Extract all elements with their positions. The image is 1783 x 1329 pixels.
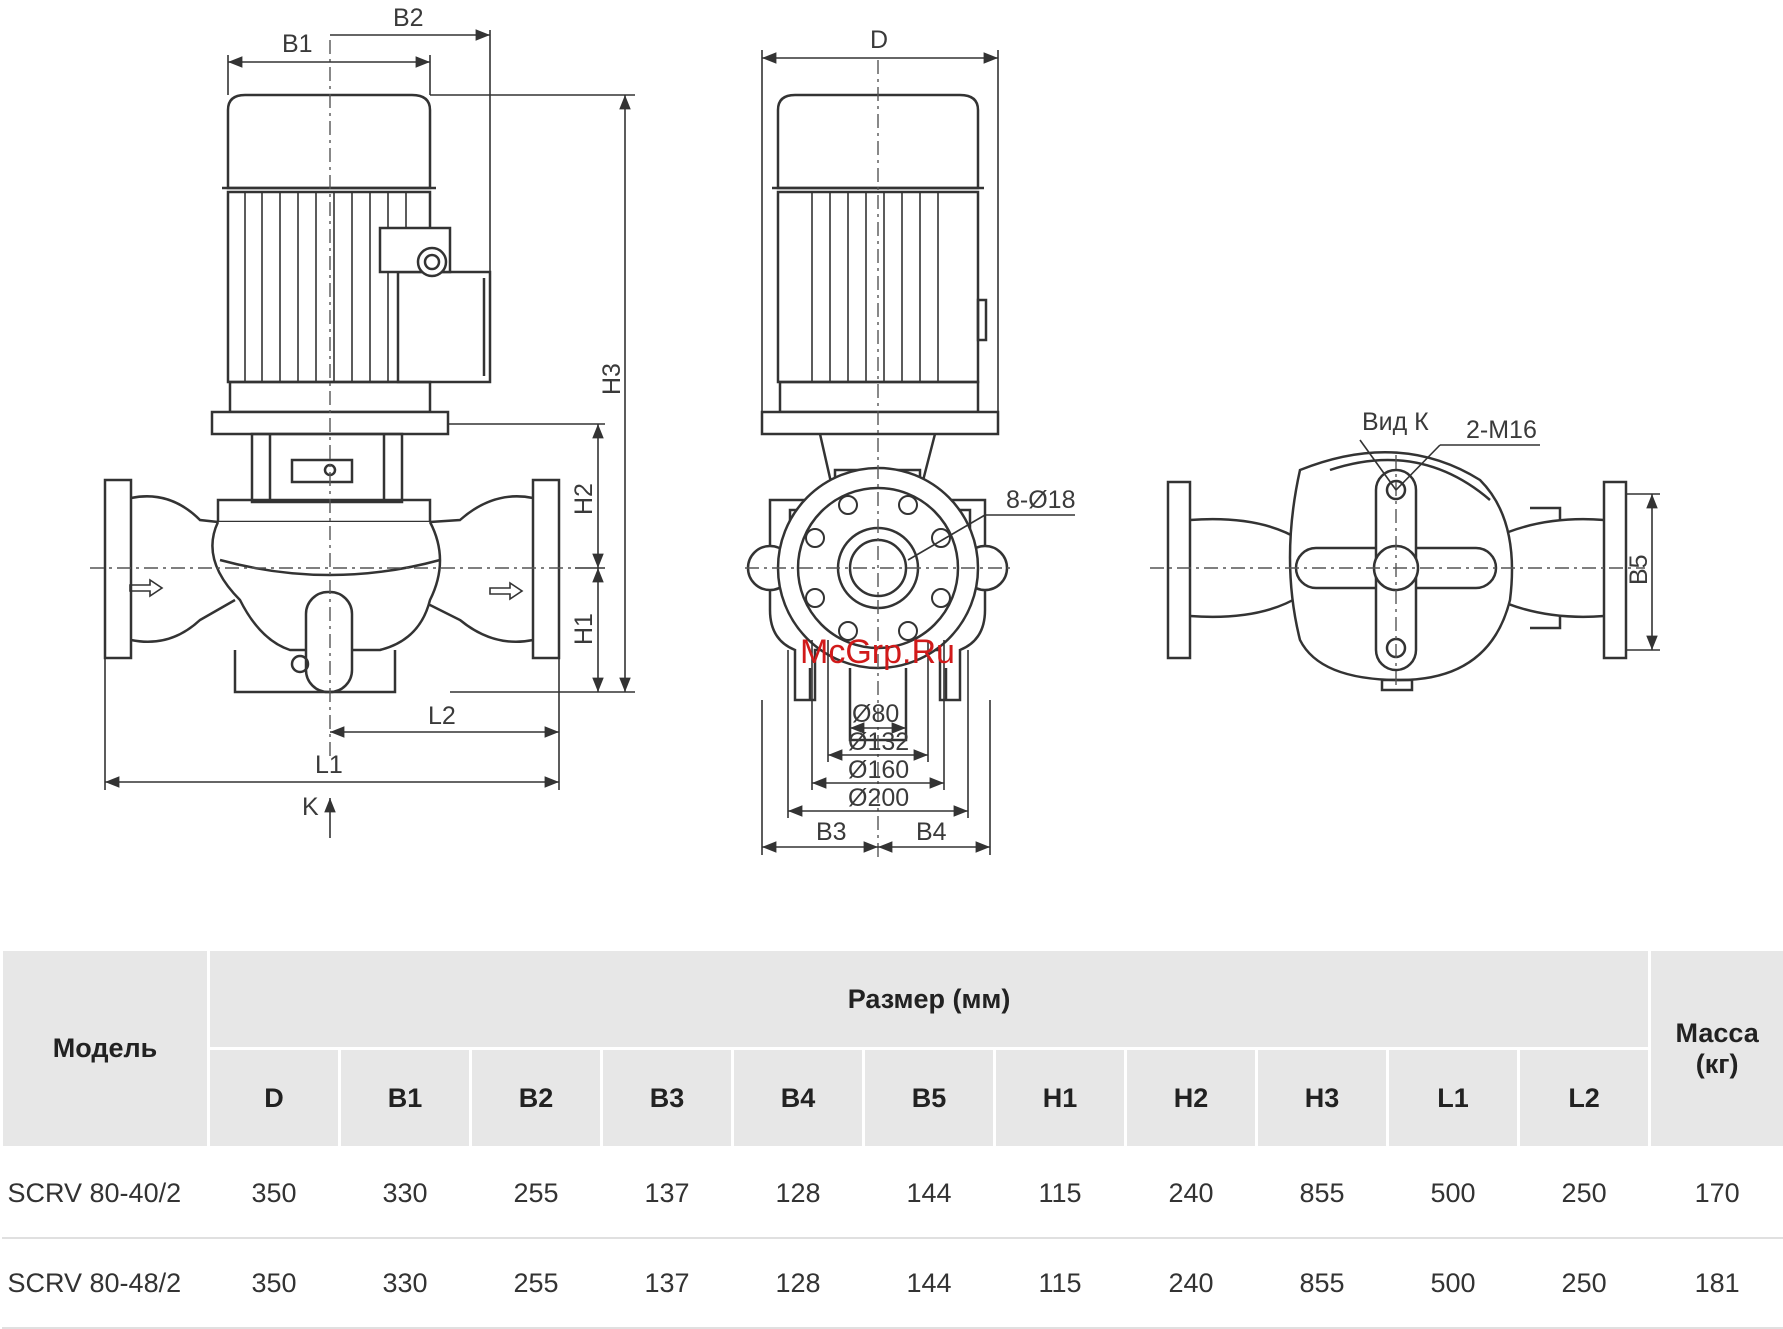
value-cell-b1: 330	[340, 1148, 471, 1239]
mass-cell: 170	[1650, 1148, 1783, 1239]
label-m16: 2-M16	[1466, 416, 1537, 444]
value-cell-h1: 115	[995, 1238, 1126, 1328]
value-cell-l1: 500	[1388, 1238, 1519, 1328]
dim-l1: L1	[315, 751, 343, 779]
dim-b1: B1	[282, 30, 313, 58]
value-cell-d: 350	[209, 1148, 340, 1239]
header-mass: Масса (кг)	[1650, 950, 1783, 1148]
value-cell-h3: 855	[1257, 1148, 1388, 1239]
value-cell-b3: 137	[602, 1238, 733, 1328]
column-header-h1: H1	[995, 1049, 1126, 1148]
column-header-l2: L2	[1519, 1049, 1650, 1148]
dim-l2: L2	[428, 702, 456, 730]
column-header-b4: B4	[733, 1049, 864, 1148]
dim-d: D	[870, 26, 888, 54]
model-cell: SCRV 80-48/2	[2, 1238, 209, 1328]
dim-holes: 8-Ø18	[1006, 486, 1075, 514]
column-header-h3: H3	[1257, 1049, 1388, 1148]
dim-d132: Ø132	[848, 728, 909, 756]
dim-h3: H3	[598, 363, 626, 395]
value-cell-b4: 128	[733, 1148, 864, 1239]
dim-h2: H2	[570, 483, 598, 515]
value-cell-b5: 144	[864, 1148, 995, 1239]
mass-cell: 181	[1650, 1238, 1783, 1328]
dim-d160: Ø160	[848, 756, 909, 784]
value-cell-h2: 240	[1126, 1238, 1257, 1328]
header-model: Модель	[2, 950, 209, 1148]
dim-b5: B5	[1625, 554, 1653, 585]
watermark: McGrp.Ru	[800, 633, 955, 671]
value-cell-l1: 500	[1388, 1148, 1519, 1239]
value-cell-d: 350	[209, 1238, 340, 1328]
value-cell-b5: 144	[864, 1238, 995, 1328]
value-cell-b1: 330	[340, 1238, 471, 1328]
column-header-l1: L1	[1388, 1049, 1519, 1148]
column-header-b2: B2	[471, 1049, 602, 1148]
value-cell-b4: 128	[733, 1238, 864, 1328]
column-header-b1: B1	[340, 1049, 471, 1148]
label-view-k: Вид К	[1362, 408, 1429, 436]
column-header-h2: H2	[1126, 1049, 1257, 1148]
model-cell: SCRV 80-40/2	[2, 1148, 209, 1239]
value-cell-h2: 240	[1126, 1148, 1257, 1239]
dim-b3: B3	[816, 818, 847, 846]
column-header-b5: B5	[864, 1049, 995, 1148]
value-cell-h3: 855	[1257, 1238, 1388, 1328]
value-cell-l2: 250	[1519, 1148, 1650, 1239]
dim-k: K	[302, 793, 319, 821]
value-cell-l2: 250	[1519, 1238, 1650, 1328]
front-view	[105, 95, 559, 692]
value-cell-b2: 255	[471, 1148, 602, 1239]
header-size: Размер (мм)	[209, 950, 1650, 1049]
value-cell-b2: 255	[471, 1238, 602, 1328]
pump-drawing: B1 B2 H3 H2 H1 L2 L1 K	[0, 0, 1783, 900]
column-header-b3: B3	[602, 1049, 733, 1148]
column-header-d: D	[209, 1049, 340, 1148]
dim-b4: B4	[916, 818, 947, 846]
dim-d200: Ø200	[848, 784, 909, 812]
dim-h1: H1	[570, 613, 598, 645]
value-cell-h1: 115	[995, 1148, 1126, 1239]
header-mass-text: Масса (кг)	[1672, 1018, 1762, 1080]
dim-b2: B2	[393, 4, 424, 32]
value-cell-b3: 137	[602, 1148, 733, 1239]
dim-d80: Ø80	[852, 700, 899, 728]
